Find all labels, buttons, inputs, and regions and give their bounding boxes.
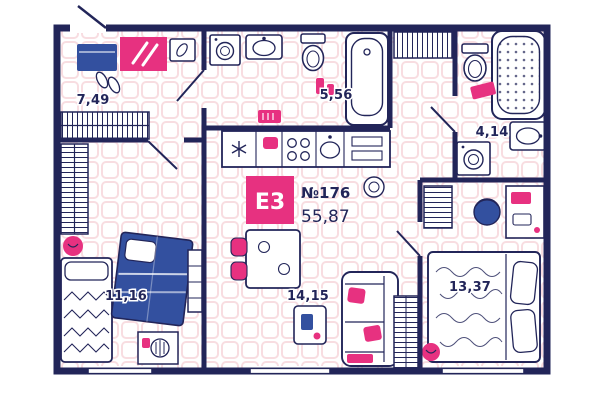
- fridge-snowflake-icon: [231, 141, 247, 157]
- pouf: [63, 236, 83, 256]
- shelf: [187, 249, 203, 313]
- blanket-texture: [435, 267, 503, 347]
- area-label-hall: 7,49: [77, 93, 110, 108]
- bedroom-right-door-leaf: [396, 230, 421, 257]
- sofa: [341, 271, 399, 367]
- unit-type-badge: [246, 176, 294, 224]
- hall-shoe-cabinet: [60, 111, 150, 140]
- unit-total-area-label: 55,87: [301, 207, 350, 227]
- sofa-blanket: [347, 354, 373, 363]
- cosmetics: [316, 78, 334, 95]
- unit-badge: E3 №176 55,87: [246, 176, 350, 227]
- bedroom-left-door-leaf: [147, 140, 178, 170]
- bedroom-closet: [423, 185, 453, 229]
- kitchen-sink: [319, 135, 341, 159]
- bathroom-door-leaf: [176, 69, 205, 102]
- coffee-table: [293, 305, 327, 345]
- bed-pillow-1: [509, 260, 539, 306]
- wc-washing-machine: [456, 141, 491, 176]
- double-bed-blue: [110, 231, 194, 327]
- dish-rack: [351, 136, 383, 161]
- single-bed: [60, 257, 113, 363]
- wc-door-leaf: [430, 106, 456, 133]
- window-bedroom-right: [441, 366, 525, 376]
- window-living: [249, 366, 331, 376]
- wc-toilet: [461, 43, 489, 82]
- bathroom-sink: [245, 34, 283, 60]
- bedroom-pouf: [422, 343, 440, 361]
- corridor-closet: [393, 31, 453, 59]
- sofa-pillow-1: [347, 287, 366, 304]
- wardrobe: [60, 143, 89, 235]
- hall-desk: [120, 37, 167, 71]
- side-table-plates: [363, 176, 385, 198]
- area-label-kitchen-living: 14,15: [287, 289, 329, 304]
- interior-walls: [59, 28, 547, 371]
- stove-burners-icon: [287, 138, 310, 161]
- entrance-door-leaf: [77, 5, 107, 29]
- washing-machine: [209, 34, 241, 66]
- shower-bathtub: [491, 30, 546, 120]
- hall-cabinet: [77, 44, 117, 71]
- room-labels: 7,49 5,56 4,14 11,16 14,15 13,37: [75, 87, 510, 306]
- dining-chair-2: [230, 261, 248, 281]
- slippers-icon: [95, 71, 121, 94]
- desk: [505, 185, 545, 239]
- kettle: [263, 137, 278, 149]
- wc-sink: [509, 121, 547, 151]
- area-label-wc: 4,14: [476, 125, 509, 140]
- bathtub: [345, 32, 389, 126]
- unit-number-label: №176: [301, 184, 350, 202]
- nightstand: [137, 331, 179, 365]
- unit-type-label: E3: [255, 190, 285, 215]
- sofa-pillow-2: [363, 325, 382, 342]
- area-label-bathroom: 5,56: [320, 88, 353, 103]
- windows: [87, 366, 525, 376]
- towel: [470, 81, 496, 100]
- toilet: [300, 33, 326, 72]
- dining-table: [245, 229, 301, 289]
- door-leaves: [147, 69, 456, 257]
- area-label-bedroom-left: 11,16: [105, 289, 147, 304]
- hall-paper-item: [169, 38, 196, 62]
- desk-chair: [473, 198, 501, 226]
- bath-mat: [258, 110, 281, 123]
- hall-closet: [393, 295, 419, 369]
- area-label-bedroom-right: 13,37: [449, 280, 491, 295]
- window-bedroom-left: [87, 366, 153, 376]
- entrance-opening: [70, 23, 106, 33]
- dining-chair-1: [230, 237, 248, 257]
- kitchen-counter: [221, 130, 391, 168]
- double-bed: [427, 251, 541, 363]
- bed-pillow-2: [510, 308, 538, 354]
